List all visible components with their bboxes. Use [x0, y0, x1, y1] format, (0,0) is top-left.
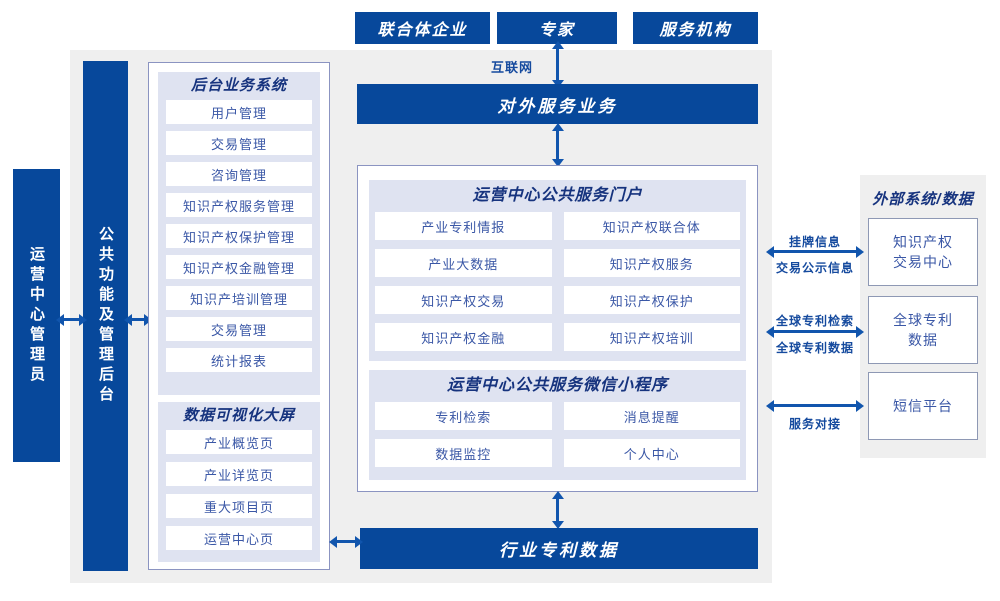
miniprogram-item: 数据监控 — [375, 439, 552, 467]
actor-expert: 专家 — [497, 12, 617, 44]
global-patent-search-label: 全球专利检索 — [775, 314, 854, 328]
listing-info-label: 挂牌信息 — [788, 235, 841, 249]
external-systems-title: 外部系统/数据 — [872, 191, 974, 208]
global-patent-data-label: 全球专利数据 — [775, 341, 854, 355]
external-box-line: 交易中心 — [893, 254, 953, 270]
industry-patent-data-bar: 行业专利数据 — [360, 528, 758, 569]
trade-publicity-label: 交易公示信息 — [775, 261, 854, 275]
dashboard-items: 产业概览页 产业详览页 重大项目页 运营中心页 — [158, 430, 320, 550]
arrow-operator-admin-icon — [56, 313, 87, 326]
miniprogram-item: 专利检索 — [375, 402, 552, 430]
actor-consortium-enterprise: 联合体企业 — [355, 12, 490, 44]
dashboard-item: 产业概览页 — [166, 430, 312, 454]
backend-item: 知识产培训管理 — [166, 286, 312, 310]
external-service-bar: 对外服务业务 — [357, 84, 758, 124]
portal-item: 知识产权培训 — [563, 323, 740, 351]
portal-item: 知识产权联合体 — [563, 212, 740, 240]
dashboard-item: 运营中心页 — [166, 526, 312, 550]
backend-item: 知识产权服务管理 — [166, 193, 312, 217]
backend-item: 用户管理 — [166, 100, 312, 124]
internet-label: 互联网 — [490, 60, 533, 75]
actor-label: 专家 — [538, 22, 575, 39]
actor-label: 服务机构 — [659, 22, 732, 39]
portal-item: 知识产权保护 — [563, 286, 740, 314]
external-box-line: 短信平台 — [893, 398, 953, 414]
dashboard-panel: 数据可视化大屏 产业概览页 产业详览页 重大项目页 运营中心页 — [158, 402, 320, 562]
portal-item: 知识产权服务 — [563, 249, 740, 277]
portal-item: 产业大数据 — [375, 249, 552, 277]
miniprogram-panel: 运营中心公共服务微信小程序 专利检索 消息提醒 数据监控 个人中心 — [369, 370, 746, 480]
industry-patent-data-label: 行业专利数据 — [499, 541, 619, 560]
arrow-global-patent-icon — [766, 325, 864, 338]
portal-panel: 运营中心公共服务门户 产业专利情报 知识产权联合体 产业大数据 知识产权服务 知… — [369, 180, 746, 361]
external-box-sms-platform: 短信平台 — [868, 372, 978, 440]
arrow-admin-backendpanel-icon — [124, 313, 152, 326]
backend-system-panel: 后台业务系统 用户管理 交易管理 咨询管理 知识产权服务管理 知识产权保护管理 … — [158, 72, 320, 395]
portal-title: 运营中心公共服务门户 — [472, 187, 643, 204]
actor-service-agency: 服务机构 — [633, 12, 758, 44]
backend-item: 交易管理 — [166, 317, 312, 341]
miniprogram-item: 消息提醒 — [563, 402, 740, 430]
external-box-trading-center: 知识产权 交易中心 — [868, 218, 978, 286]
external-box-line: 知识产权 — [893, 234, 953, 250]
backend-item: 咨询管理 — [166, 162, 312, 186]
external-box-global-patent: 全球专利 数据 — [868, 296, 978, 364]
backend-item: 知识产权金融管理 — [166, 255, 312, 279]
admin-backend-bar: 公共功能及管理后台 — [83, 61, 128, 571]
portal-item: 产业专利情报 — [375, 212, 552, 240]
service-connect-label: 服务对接 — [788, 417, 841, 431]
operator-role-label: 运营中心管理员 — [28, 245, 45, 386]
arrow-service-to-portal-icon — [551, 123, 564, 167]
miniprogram-item: 个人中心 — [563, 439, 740, 467]
dashboard-title: 数据可视化大屏 — [182, 407, 295, 424]
external-box-line: 数据 — [908, 332, 938, 348]
dashboard-item: 重大项目页 — [166, 494, 312, 518]
miniprogram-items: 专利检索 消息提醒 数据监控 个人中心 — [369, 402, 746, 467]
backend-system-items: 用户管理 交易管理 咨询管理 知识产权服务管理 知识产权保护管理 知识产权金融管… — [158, 100, 320, 372]
arrow-trading-center-icon — [766, 245, 864, 258]
admin-backend-label: 公共功能及管理后台 — [97, 226, 114, 406]
center-container: 运营中心公共服务门户 产业专利情报 知识产权联合体 产业大数据 知识产权服务 知… — [357, 165, 758, 492]
portal-item: 知识产权交易 — [375, 286, 552, 314]
portal-item: 知识产权金融 — [375, 323, 552, 351]
backend-item: 知识产权保护管理 — [166, 224, 312, 248]
backend-item: 统计报表 — [166, 348, 312, 372]
external-box-line: 全球专利 — [893, 312, 953, 328]
left-container: 后台业务系统 用户管理 交易管理 咨询管理 知识产权服务管理 知识产权保护管理 … — [148, 62, 330, 570]
arrow-sms-platform-icon — [766, 399, 864, 412]
arrow-dashboard-to-patentdata-icon — [329, 535, 363, 548]
dashboard-item: 产业详览页 — [166, 462, 312, 486]
backend-item: 交易管理 — [166, 131, 312, 155]
external-service-label: 对外服务业务 — [497, 96, 618, 116]
operator-role-bar: 运营中心管理员 — [13, 169, 60, 462]
arrow-portal-to-patentdata-icon — [551, 491, 564, 529]
miniprogram-title: 运营中心公共服务微信小程序 — [446, 377, 668, 394]
portal-items: 产业专利情报 知识产权联合体 产业大数据 知识产权服务 知识产权交易 知识产权保… — [369, 212, 746, 351]
actor-label: 联合体企业 — [377, 22, 468, 39]
arrow-internet-icon — [551, 41, 564, 88]
backend-system-title: 后台业务系统 — [190, 77, 287, 94]
